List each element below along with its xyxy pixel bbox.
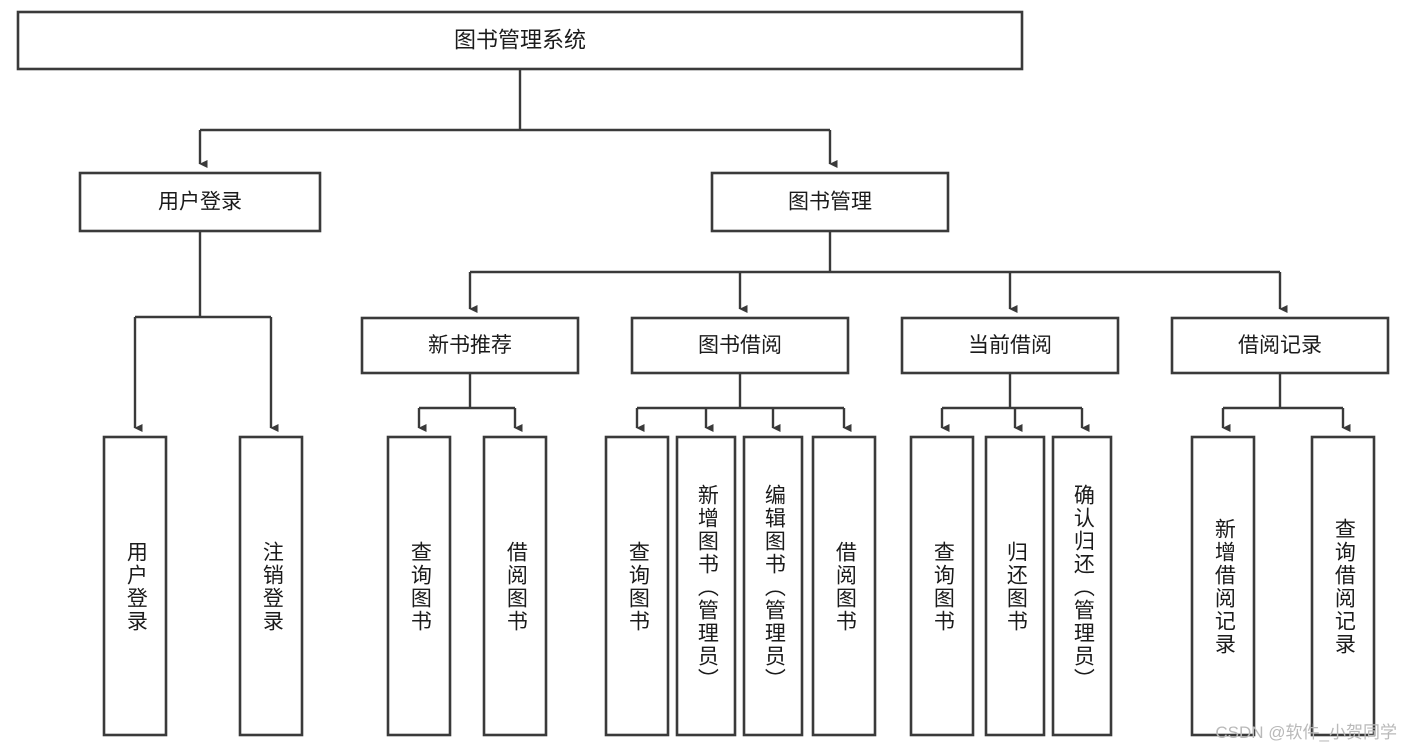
node-level3-0[interactable] bbox=[360, 316, 580, 375]
leaf-box-l3-2-0[interactable] bbox=[909, 435, 975, 737]
leaf-box-l3-2-1[interactable] bbox=[984, 435, 1046, 737]
node-level3-label-1: 图书借阅 bbox=[698, 334, 782, 357]
node-level2-0[interactable] bbox=[78, 171, 322, 233]
node-level2-label-1: 图书管理 bbox=[788, 191, 872, 214]
node-level2-label-0: 用户登录 bbox=[158, 191, 242, 214]
leaf-box-l3-1-1[interactable] bbox=[675, 435, 737, 737]
leaf-box-l3-1-3[interactable] bbox=[811, 435, 877, 737]
node-level3-label-3: 借阅记录 bbox=[1238, 334, 1322, 357]
leaf-box-0-0[interactable] bbox=[102, 435, 168, 737]
node-root-label: 图书管理系统 bbox=[454, 27, 586, 52]
node-level3-label-0: 新书推荐 bbox=[428, 334, 512, 357]
leaf-box-l3-2-2[interactable] bbox=[1051, 435, 1113, 737]
node-level3-label-2: 当前借阅 bbox=[968, 334, 1052, 357]
node-level3-3[interactable] bbox=[1170, 316, 1390, 375]
leaf-box-l3-3-1[interactable] bbox=[1310, 435, 1376, 737]
leaf-box-l3-1-0[interactable] bbox=[604, 435, 670, 737]
node-level3-1[interactable] bbox=[630, 316, 850, 375]
node-level3-2[interactable] bbox=[900, 316, 1120, 375]
node-root[interactable] bbox=[16, 10, 1024, 71]
leaf-box-l3-1-2[interactable] bbox=[742, 435, 804, 737]
leaf-box-l3-0-0[interactable] bbox=[386, 435, 452, 737]
node-level2-1[interactable] bbox=[710, 171, 950, 233]
leaf-box-l3-0-1[interactable] bbox=[482, 435, 548, 737]
connector-layer bbox=[133, 69, 1351, 433]
leaf-box-0-1[interactable] bbox=[238, 435, 304, 737]
watermark: CSDN @软件_小贺同学 bbox=[1215, 723, 1397, 742]
leaf-box-l3-3-0[interactable] bbox=[1190, 435, 1256, 737]
node-box-layer bbox=[16, 10, 1390, 737]
